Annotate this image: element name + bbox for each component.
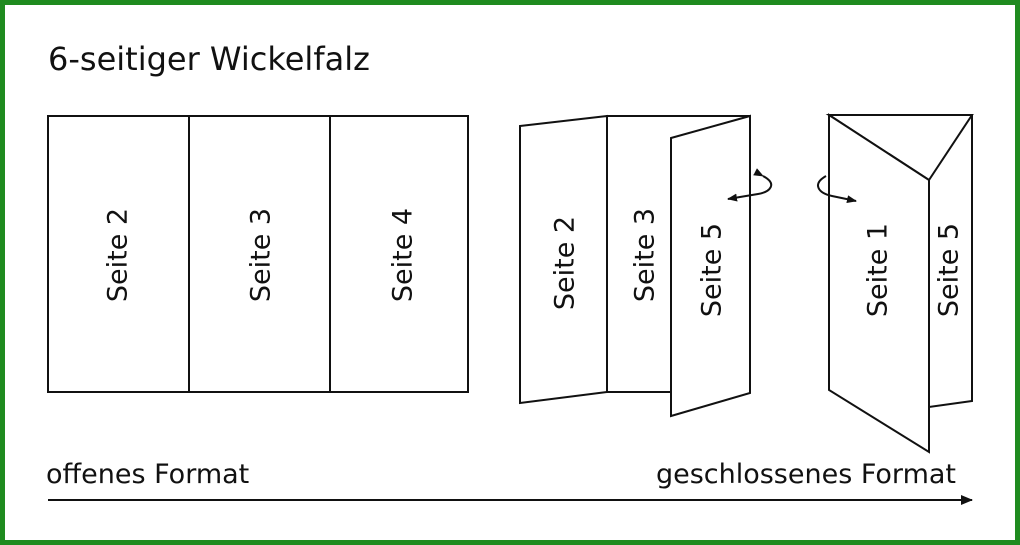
closed-panel-label-1: Seite 1 <box>863 223 894 317</box>
open-sheet-outline <box>47 115 469 393</box>
open-panel-label-3: Seite 4 <box>388 208 419 302</box>
open-panel-label-2: Seite 3 <box>246 208 277 302</box>
half-panel-label-2: Seite 3 <box>630 208 661 302</box>
half-panel-label-1: Seite 2 <box>550 216 581 310</box>
rotate-arrow-icon <box>817 175 857 204</box>
rotate-arrow-icon <box>727 168 773 202</box>
open-panel-label-1: Seite 2 <box>103 208 134 302</box>
closed-panel-label-2: Seite 5 <box>934 223 965 317</box>
open-format-label: offenes Format <box>46 459 250 490</box>
open-format-sheet <box>47 115 469 393</box>
half-panel-label-3: Seite 5 <box>697 223 728 317</box>
diagram-title: 6-seitiger Wickelfalz <box>48 40 370 78</box>
half-folded-sheet <box>519 114 751 418</box>
closed-format-label: geschlossenes Format <box>655 459 956 490</box>
